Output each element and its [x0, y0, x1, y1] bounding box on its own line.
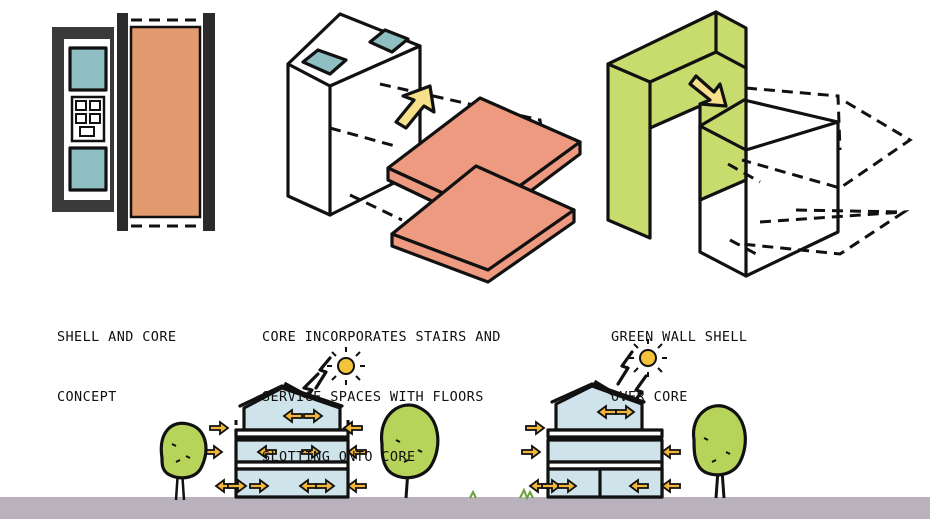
- arrow-icon: [342, 420, 363, 436]
- core-wall-right: [203, 13, 215, 231]
- stair-icon: [70, 95, 106, 143]
- arrow-icon: [303, 408, 324, 424]
- arrow-icon: [227, 478, 248, 494]
- tree-icon: [691, 404, 747, 499]
- caption-core-floors: CORE INCORPORATES STAIRS AND SERVICE SPA…: [262, 287, 501, 487]
- tree-icon: [159, 421, 208, 501]
- arrow-icon: [615, 404, 636, 420]
- green-wall-shell: [606, 10, 748, 240]
- floor-guide-lower: [329, 126, 396, 148]
- solar-panel-icon: [592, 379, 616, 397]
- plan-window-top: [68, 46, 108, 92]
- caption-line: OVER CORE: [611, 389, 688, 405]
- arrow-icon: [628, 478, 649, 494]
- roof-window-left: [301, 48, 348, 76]
- arrow-icon: [557, 478, 578, 494]
- arrow-icon: [249, 478, 270, 494]
- down-arrow-icon: [688, 74, 728, 108]
- green-wall-axonometric: [606, 10, 913, 278]
- arrow-icon: [256, 444, 277, 460]
- core-floors-axonometric: [286, 12, 582, 284]
- arrow-icon: [346, 478, 367, 494]
- ground: [0, 497, 930, 519]
- grass: [469, 487, 534, 501]
- solar-panel-icon: [282, 381, 308, 399]
- arrow-icon: [541, 478, 562, 494]
- sun-icon: [327, 347, 365, 385]
- core-block: [129, 25, 202, 219]
- caption-line: CORE INCORPORATES STAIRS AND: [262, 329, 501, 345]
- arrow-icon: [525, 420, 546, 436]
- arrow-icon: [209, 420, 230, 436]
- arrow-icon: [521, 444, 542, 460]
- caption-line: SERVICE SPACES WITH FLOORS: [262, 389, 484, 405]
- core-box-2: [698, 98, 840, 278]
- section-right: [469, 339, 747, 501]
- floor-slab-lower: [390, 164, 576, 284]
- caption-line: SHELL AND CORE: [57, 329, 177, 345]
- arrow-icon: [301, 444, 322, 460]
- caption-shell-core: SHELL AND CORE CONCEPT: [57, 287, 176, 427]
- arrow-icon: [660, 478, 681, 494]
- tree-icon: [380, 403, 440, 499]
- caption-line: SLOTTING ONTO CORE: [262, 449, 416, 465]
- arrow-icon: [282, 408, 303, 424]
- shell-core-plan: [52, 13, 215, 231]
- arrow-icon: [346, 444, 367, 460]
- plan-window-bottom: [68, 146, 108, 192]
- caption-line: GREEN WALL SHELL: [611, 329, 748, 345]
- house-top-floor-2: [554, 384, 644, 432]
- airflow-arrows-right: [521, 404, 681, 494]
- arrow-icon: [315, 478, 336, 494]
- core-wall-left: [117, 13, 128, 231]
- up-arrow-icon: [394, 84, 436, 130]
- caption-line: CONCEPT: [57, 389, 117, 405]
- sun-icon: [629, 339, 667, 377]
- airflow-arrows-left: [203, 408, 367, 494]
- arrow-icon: [660, 444, 681, 460]
- section-left: [159, 347, 440, 501]
- roof-window-right: [368, 28, 410, 54]
- caption-green-wall: GREEN WALL SHELL OVER CORE: [611, 287, 747, 427]
